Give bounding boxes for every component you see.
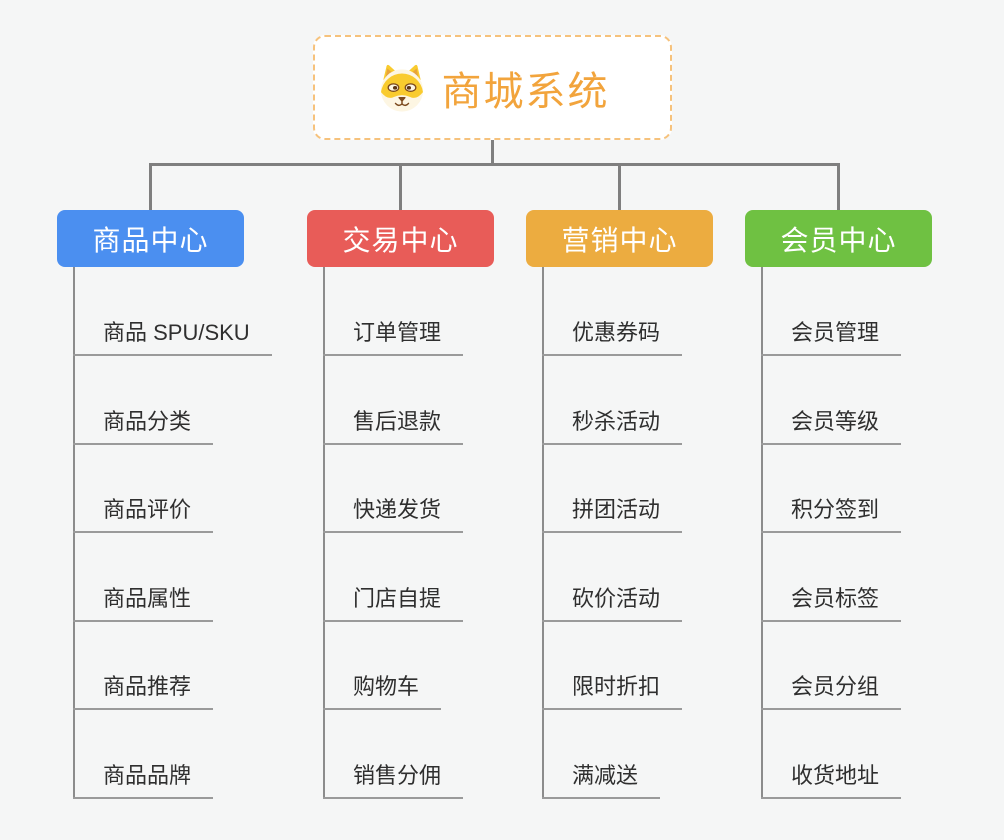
leaf-label: 会员管理 xyxy=(791,320,880,345)
leaf-label: 商品属性 xyxy=(103,586,192,611)
leaf-label: 限时折扣 xyxy=(572,674,661,699)
leaf-label: 商品评价 xyxy=(103,497,192,522)
leaf-label: 优惠券码 xyxy=(572,320,661,345)
connector-branch-drop xyxy=(837,164,840,210)
branch-node[interactable]: 营销中心 xyxy=(526,210,713,267)
leaf-label: 门店自提 xyxy=(353,586,442,611)
connector-horizontal xyxy=(149,163,840,166)
leaf-node[interactable]: 售后退款 xyxy=(323,394,464,445)
branch-node[interactable]: 会员中心 xyxy=(745,210,932,267)
leaf-node[interactable]: 商品分类 xyxy=(73,394,214,445)
leaf-label: 商品 SPU/SKU xyxy=(103,320,250,345)
dog-face-icon xyxy=(380,64,423,112)
root-title: 商城系统 xyxy=(441,69,610,114)
branch-spine-line xyxy=(323,267,325,799)
leaf-node[interactable]: 商品 SPU/SKU xyxy=(73,305,272,356)
leaf-node[interactable]: 会员分组 xyxy=(761,659,902,710)
leaf-label: 快递发货 xyxy=(353,497,442,522)
connector-root-vertical xyxy=(491,140,494,164)
leaf-label: 满减送 xyxy=(572,763,639,788)
leaf-label: 销售分佣 xyxy=(353,763,442,788)
leaf-node[interactable]: 限时折扣 xyxy=(542,659,683,710)
leaf-node[interactable]: 商品属性 xyxy=(73,571,214,622)
branch-spine-line xyxy=(761,267,763,799)
leaf-label: 商品推荐 xyxy=(103,674,192,699)
branch-node[interactable]: 交易中心 xyxy=(307,210,494,267)
leaf-node[interactable]: 会员管理 xyxy=(761,305,902,356)
leaf-label: 商品品牌 xyxy=(103,763,192,788)
leaf-node[interactable]: 满减送 xyxy=(542,748,661,799)
leaf-node[interactable]: 销售分佣 xyxy=(323,748,464,799)
leaf-label: 收货地址 xyxy=(791,763,880,788)
leaf-label: 售后退款 xyxy=(353,409,442,434)
leaf-node[interactable]: 商品评价 xyxy=(73,482,214,533)
leaf-node[interactable]: 会员等级 xyxy=(761,394,902,445)
leaf-node[interactable]: 购物车 xyxy=(323,659,442,710)
branch-spine-line xyxy=(73,267,75,799)
leaf-label: 会员等级 xyxy=(791,409,880,434)
leaf-label: 积分签到 xyxy=(791,497,880,522)
leaf-label: 砍价活动 xyxy=(572,586,661,611)
connector-branch-drop xyxy=(618,164,621,210)
connector-branch-drop xyxy=(399,164,402,210)
branch-node[interactable]: 商品中心 xyxy=(57,210,244,267)
leaf-node[interactable]: 门店自提 xyxy=(323,571,464,622)
leaf-label: 商品分类 xyxy=(103,409,192,434)
leaf-node[interactable]: 会员标签 xyxy=(761,571,902,622)
leaf-node[interactable]: 积分签到 xyxy=(761,482,902,533)
leaf-label: 会员分组 xyxy=(791,674,880,699)
leaf-node[interactable]: 商品品牌 xyxy=(73,748,214,799)
branch-spine-line xyxy=(542,267,544,799)
leaf-node[interactable]: 收货地址 xyxy=(761,748,902,799)
leaf-node[interactable]: 商品推荐 xyxy=(73,659,214,710)
leaf-label: 秒杀活动 xyxy=(572,409,661,434)
leaf-node[interactable]: 砍价活动 xyxy=(542,571,683,622)
root-node[interactable]: 商城系统 xyxy=(313,35,672,140)
leaf-node[interactable]: 快递发货 xyxy=(323,482,464,533)
connector-branch-drop xyxy=(149,164,152,210)
leaf-label: 订单管理 xyxy=(353,320,442,345)
leaf-node[interactable]: 拼团活动 xyxy=(542,482,683,533)
leaf-label: 购物车 xyxy=(353,674,420,699)
leaf-node[interactable]: 秒杀活动 xyxy=(542,394,683,445)
leaf-label: 会员标签 xyxy=(791,586,880,611)
leaf-node[interactable]: 订单管理 xyxy=(323,305,464,356)
leaf-node[interactable]: 优惠券码 xyxy=(542,305,683,356)
leaf-label: 拼团活动 xyxy=(572,497,661,522)
